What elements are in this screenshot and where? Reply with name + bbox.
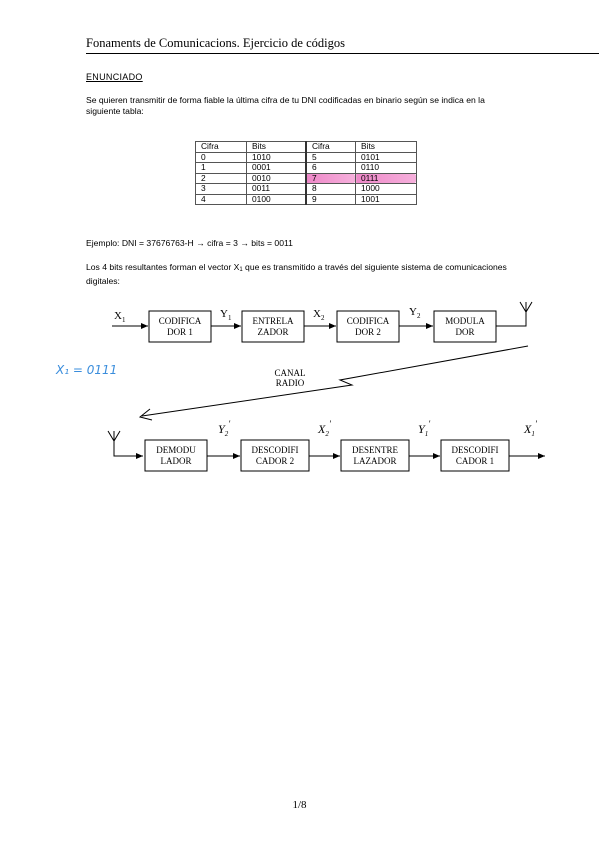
signal-label: X2 xyxy=(313,308,325,322)
signal-sub: 2 xyxy=(325,430,329,438)
signal-sub: 1 xyxy=(425,430,429,438)
table-cell: 0011 xyxy=(246,183,307,195)
signal-label: Y2 xyxy=(409,306,421,320)
channel-label: RADIO xyxy=(276,378,305,388)
intro-paragraph: Se quieren transmitir de forma fiable la… xyxy=(86,95,485,116)
block-label: DOR 2 xyxy=(355,327,381,337)
channel-path xyxy=(141,345,529,417)
table-cell: 1010 xyxy=(246,151,307,163)
signal-base: X xyxy=(114,310,122,322)
table-row: 0 1010 5 0101 xyxy=(195,151,417,163)
table-row: 1 0001 6 0110 xyxy=(195,162,417,174)
highlighted-cell: 7 xyxy=(305,172,356,184)
signal-sub: 1 xyxy=(228,314,232,322)
table-cell: 6 xyxy=(305,162,356,174)
table-header-row: Cifra Bits Cifra Bits xyxy=(195,141,417,153)
signal-sub: 2 xyxy=(225,430,229,438)
table-cell: 0010 xyxy=(246,172,307,184)
highlighted-cell: 0111 xyxy=(355,172,417,184)
table-cell: 0101 xyxy=(355,151,417,163)
signal-base: Y xyxy=(218,422,226,436)
table-cell: 1001 xyxy=(355,193,417,205)
section-title: ENUNCIADO xyxy=(86,72,143,82)
column-header: Cifra xyxy=(195,141,247,153)
rx-antenna-feed xyxy=(113,441,143,459)
signal-base: X xyxy=(313,308,321,320)
table-cell: 2 xyxy=(195,172,247,184)
page-number: 1/8 xyxy=(292,799,307,811)
table-cell: 0100 xyxy=(246,193,307,205)
block-label: DEMODU xyxy=(156,445,196,455)
column-header: Bits xyxy=(355,141,417,153)
signal-label: Y2' xyxy=(218,419,231,438)
block-label: DOR 1 xyxy=(167,327,193,337)
column-header: Bits xyxy=(246,141,307,153)
vector-text-after: que es transmitido a través del siguient… xyxy=(86,262,507,286)
block-label: ENTRELA xyxy=(253,316,294,326)
tx-antenna-icon xyxy=(519,301,533,313)
table-cell: 8 xyxy=(305,183,356,195)
tx-antenna-feed xyxy=(496,310,527,327)
signal-label: Y1 xyxy=(220,308,232,322)
table-row: 2 0010 7 0111 xyxy=(195,172,417,184)
signal-base: X xyxy=(317,422,326,436)
table-cell: 0 xyxy=(195,151,247,163)
signal-prime: ' xyxy=(428,419,431,429)
channel-label: CANAL xyxy=(275,368,306,378)
block-label: LADOR xyxy=(161,456,192,466)
channel-arrowhead xyxy=(138,408,153,421)
signal-prime: ' xyxy=(535,419,538,429)
block-label: DESCODIFI xyxy=(251,445,298,455)
table-cell: 0001 xyxy=(246,162,307,174)
column-header: Cifra xyxy=(305,141,356,153)
signal-label: Y1' xyxy=(418,419,431,438)
block-label: CODIFICA xyxy=(347,316,390,326)
block-label: CADOR 1 xyxy=(456,456,494,466)
table-cell: 0110 xyxy=(355,162,417,174)
table-cell: 1000 xyxy=(355,183,417,195)
block-label: MODULA xyxy=(445,316,485,326)
page-header: Fonaments de Comunicacions. Ejercicio de… xyxy=(86,36,599,54)
block-label: DESENTRE xyxy=(352,445,399,455)
signal-sub: 2 xyxy=(321,314,325,322)
signal-prime: ' xyxy=(329,419,332,429)
rx-antenna-icon xyxy=(107,430,121,442)
signal-prime: ' xyxy=(228,419,231,429)
table-cell: 3 xyxy=(195,183,247,195)
signal-label: X1' xyxy=(523,419,538,438)
block-label: DOR xyxy=(455,327,474,337)
signal-sub: 2 xyxy=(417,312,421,320)
signal-sub: 1 xyxy=(122,316,126,324)
table-cell: 5 xyxy=(305,151,356,163)
block-label: ZADOR xyxy=(258,327,289,337)
signal-base: Y xyxy=(220,308,228,320)
vector-text-before: Los 4 bits resultantes forman el vector … xyxy=(86,262,240,272)
table-row: 4 0100 9 1001 xyxy=(195,193,417,205)
communication-system-diagram: CODIFICA DOR 1 ENTRELA ZADOR CODIFICA DO… xyxy=(107,301,545,472)
block-label: CADOR 2 xyxy=(256,456,294,466)
table-cell: 9 xyxy=(305,193,356,205)
signal-base: Y xyxy=(418,422,426,436)
vector-paragraph: Los 4 bits resultantes forman el vector … xyxy=(86,262,516,287)
signal-base: X xyxy=(523,422,532,436)
signal-label: X1 xyxy=(114,310,126,324)
table-row: 3 0011 8 1000 xyxy=(195,183,417,195)
handwritten-note: X₁ = 0111 xyxy=(56,363,118,377)
block-label: DESCODIFI xyxy=(451,445,498,455)
table-cell: 1 xyxy=(195,162,247,174)
vector-subscript: 1 xyxy=(239,267,243,273)
example-line: Ejemplo: DNI = 37676763-H → cifra = 3 → … xyxy=(86,238,293,248)
block-label: CODIFICA xyxy=(159,316,202,326)
code-table: Cifra Bits Cifra Bits 0 1010 5 0101 1 00… xyxy=(195,141,417,205)
table-cell: 4 xyxy=(195,193,247,205)
signal-base: Y xyxy=(409,306,417,318)
signal-label: X2' xyxy=(317,419,332,438)
signal-sub: 1 xyxy=(531,430,535,438)
block-label: LAZADOR xyxy=(354,456,397,466)
